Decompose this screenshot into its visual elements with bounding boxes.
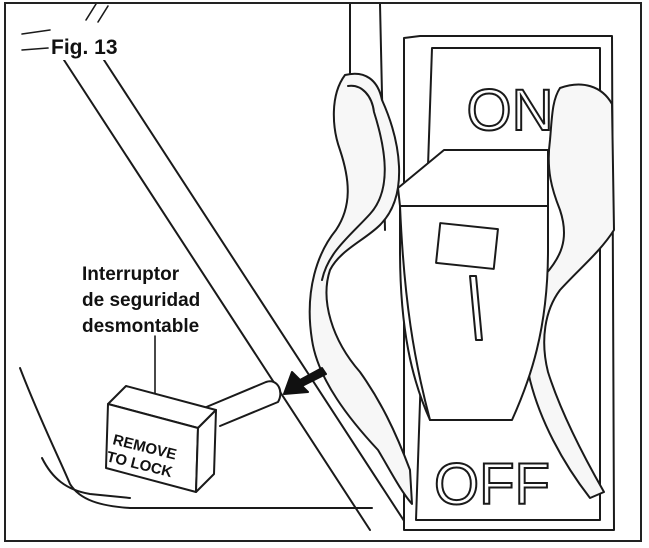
rocker-window <box>435 222 499 270</box>
callout-line-1: Interruptor <box>82 264 180 285</box>
rocker-top <box>397 149 549 207</box>
rocker-left-side <box>399 205 431 421</box>
switch-off-label: OFF <box>434 452 550 517</box>
key-body-side <box>195 409 217 493</box>
tray-edge <box>19 367 373 509</box>
direction-arrow <box>283 367 327 395</box>
corner-hash-mark <box>85 3 109 23</box>
figure-label: Fig. 13 <box>49 36 120 60</box>
figure-frame <box>4 2 642 542</box>
guard-left <box>308 72 413 505</box>
callout-line-3: desmontable <box>82 316 200 337</box>
key-shaft <box>203 380 282 427</box>
callout-line-2: de seguridad <box>82 290 201 311</box>
rocker-indicator-line <box>469 275 483 341</box>
corner-hash-mark <box>21 29 51 51</box>
housing-edge-outer <box>63 59 371 531</box>
switch-on-label: ON <box>467 78 554 143</box>
callout-text: Interruptor de seguridad desmontable <box>82 262 252 340</box>
guard-left-face <box>321 84 386 281</box>
tray-edge-inner <box>41 457 131 499</box>
guard-right <box>524 83 615 499</box>
housing-edge-inner <box>103 59 411 531</box>
